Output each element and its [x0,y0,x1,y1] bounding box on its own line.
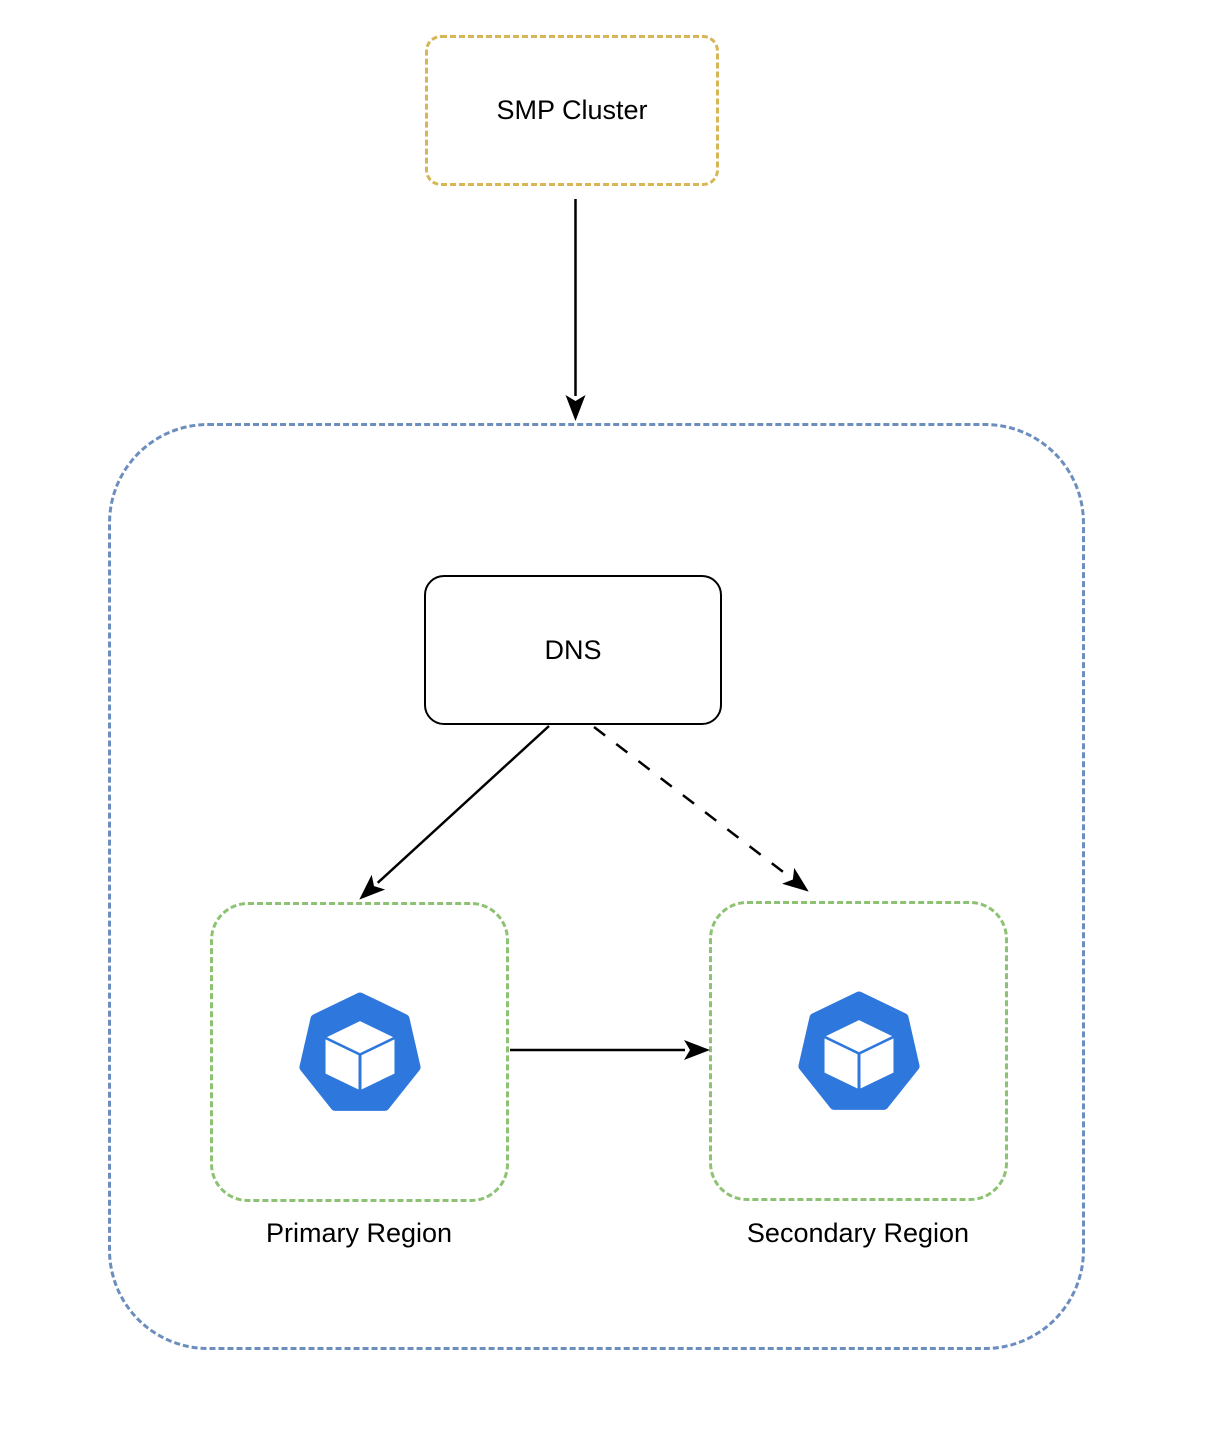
dns-label: DNS [544,634,602,665]
kubernetes-node-icon [797,991,920,1110]
secondary-region-label: Secondary Region [746,1218,970,1248]
kubernetes-node-icon [298,992,421,1111]
smp-cluster-label: SMP Cluster [496,95,648,125]
smp-cluster-node: SMP Cluster [425,35,719,186]
dns-node: DNS [424,575,722,725]
primary-region-box [210,902,509,1202]
primary-region-label: Primary Region [265,1218,453,1248]
dns-zone-container [108,423,1085,1350]
secondary-region-box [709,901,1008,1201]
